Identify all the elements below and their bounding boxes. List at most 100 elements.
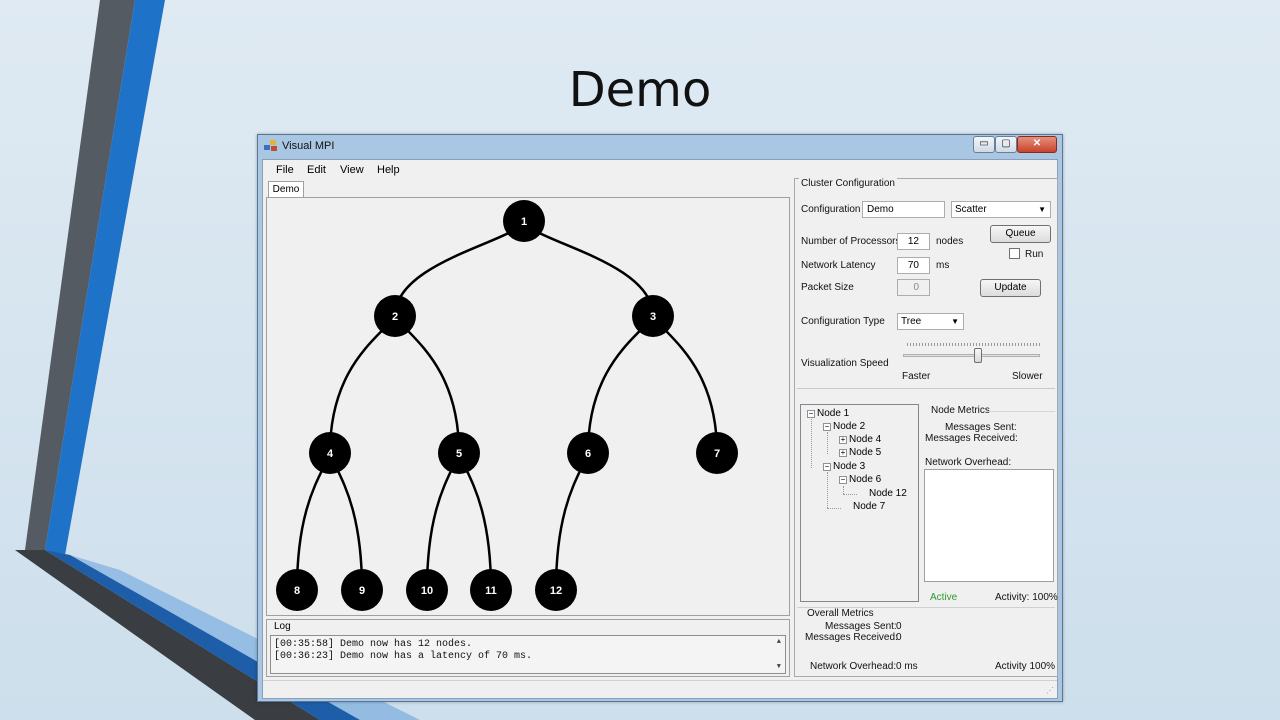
tree-item-node-3[interactable]: −Node 3 (823, 461, 865, 472)
minimize-button[interactable]: ▭ (973, 136, 995, 153)
tree-node-5[interactable] (438, 432, 480, 474)
overall-metrics-title: Overall Metrics (805, 608, 876, 619)
node-tree-view[interactable]: −Node 1 −Node 2 +Node 4 +Node 5 −Node 3 … (800, 404, 919, 602)
expand-icon[interactable]: + (839, 448, 847, 457)
tree-node-label: 11 (485, 585, 497, 597)
tree-edge (554, 452, 590, 591)
tree-edge (457, 452, 493, 591)
speed-slider-thumb[interactable] (974, 348, 983, 363)
operation-select[interactable]: Scatter ▼ (951, 201, 1051, 218)
tree-node-2[interactable] (374, 295, 416, 337)
tree-node-label: 10 (421, 585, 433, 597)
menu-bar: File Edit View Help (263, 160, 1057, 180)
tree-item-node-5[interactable]: +Node 5 (839, 447, 881, 458)
tree-item-node-4[interactable]: +Node 4 (839, 434, 881, 445)
tree-item-label: Node 7 (853, 501, 886, 512)
collapse-icon[interactable]: − (823, 462, 831, 471)
menu-file[interactable]: File (276, 164, 294, 176)
processors-input[interactable]: 12 (897, 233, 930, 250)
title-bar[interactable]: Visual MPI ▭ ▢ ✕ (258, 135, 1062, 159)
update-button[interactable]: Update (980, 279, 1041, 297)
tree-connector (843, 494, 857, 495)
latency-input[interactable]: 70 (897, 257, 930, 274)
queue-button[interactable]: Queue (990, 225, 1051, 243)
slide-title: Demo (568, 62, 712, 118)
window-title: Visual MPI (282, 140, 335, 152)
packet-size-label: Packet Size (801, 282, 854, 293)
overall-overhead-label: Network Overhead: (810, 661, 897, 672)
node-status: Active (930, 592, 958, 603)
speed-slider-track[interactable] (903, 354, 1040, 357)
tree-node-3[interactable] (632, 295, 674, 337)
tree-item-node-7[interactable]: Node 7 (853, 501, 885, 512)
tree-node-1[interactable] (503, 200, 545, 242)
operation-select-value: Scatter (955, 204, 987, 215)
tree-edge (328, 452, 364, 591)
tree-item-node-1[interactable]: −Node 1 (807, 408, 849, 419)
chevron-down-icon: ▼ (1038, 205, 1046, 214)
tree-node-6[interactable] (567, 432, 609, 474)
menu-edit[interactable]: Edit (307, 164, 326, 176)
processors-label: Number of Processors (801, 236, 901, 247)
collapse-icon[interactable]: − (807, 409, 815, 418)
run-label: Run (1025, 249, 1044, 260)
log-group: Log [00:35:58] Demo now has 12 nodes. [0… (266, 619, 790, 677)
config-type-select[interactable]: Tree ▼ (897, 313, 964, 330)
tree-connector (827, 508, 841, 509)
node-messages-received-label: Messages Received: (925, 433, 1018, 444)
tree-node-4[interactable] (309, 432, 351, 474)
menu-view[interactable]: View (340, 164, 364, 176)
close-button[interactable]: ✕ (1017, 136, 1057, 153)
expand-icon[interactable]: + (839, 435, 847, 444)
tree-item-label: Node 12 (869, 488, 907, 499)
divider (797, 388, 1055, 389)
tree-node-label: 3 (650, 311, 656, 323)
tree-node-8[interactable] (276, 569, 318, 611)
run-checkbox[interactable] (1009, 248, 1020, 259)
tree-item-label: Node 1 (817, 408, 850, 419)
tree-node-12[interactable] (535, 569, 577, 611)
maximize-button[interactable]: ▢ (995, 136, 1017, 153)
tree-node-label: 4 (327, 448, 334, 460)
tree-edge (586, 315, 655, 454)
tree-node-label: 7 (714, 448, 720, 460)
latency-unit: ms (936, 260, 950, 271)
tree-item-node-12[interactable]: Node 12 (869, 488, 907, 499)
app-icon (264, 140, 278, 152)
packet-size-input[interactable]: 0 (897, 279, 930, 296)
tree-node-11[interactable] (470, 569, 512, 611)
cluster-config-title: Cluster Configuration (799, 178, 897, 189)
tree-node-label: 6 (585, 448, 591, 460)
tree-edge (425, 452, 461, 591)
tree-node-10[interactable] (406, 569, 448, 611)
chevron-down-icon: ▼ (951, 317, 959, 326)
collapse-icon[interactable]: − (839, 475, 847, 484)
scroll-down-icon[interactable]: ▼ (776, 663, 781, 671)
speed-label: Visualization Speed (801, 358, 889, 369)
speed-faster-label: Faster (902, 371, 931, 382)
configuration-name-input[interactable]: Demo (862, 201, 945, 218)
tree-node-label: 8 (294, 585, 300, 597)
collapse-icon[interactable]: − (823, 422, 831, 431)
processors-unit: nodes (936, 236, 964, 247)
overall-messages-received-label: Messages Received: (805, 632, 898, 643)
tree-item-node-6[interactable]: −Node 6 (839, 474, 881, 485)
overall-activity: Activity 100% (995, 661, 1056, 672)
tab-demo[interactable]: Demo (268, 181, 304, 198)
resize-grip-icon[interactable]: ⋰ (1046, 686, 1054, 695)
tree-item-label: Node 2 (833, 421, 866, 432)
node-messages-sent-label: Messages Sent: (945, 422, 1017, 433)
log-line: [00:35:58] Demo now has 12 nodes. (274, 639, 473, 650)
menu-help[interactable]: Help (377, 164, 400, 176)
tree-connector (827, 472, 828, 508)
scroll-up-icon[interactable]: ▲ (776, 638, 781, 646)
overall-messages-received-value: 0 (896, 632, 902, 643)
tree-item-node-2[interactable]: −Node 2 (823, 421, 865, 432)
log-label: Log (274, 621, 291, 632)
tree-node-7[interactable] (696, 432, 738, 474)
log-textbox[interactable]: [00:35:58] Demo now has 12 nodes. [00:36… (270, 635, 786, 674)
tree-node-9[interactable] (341, 569, 383, 611)
